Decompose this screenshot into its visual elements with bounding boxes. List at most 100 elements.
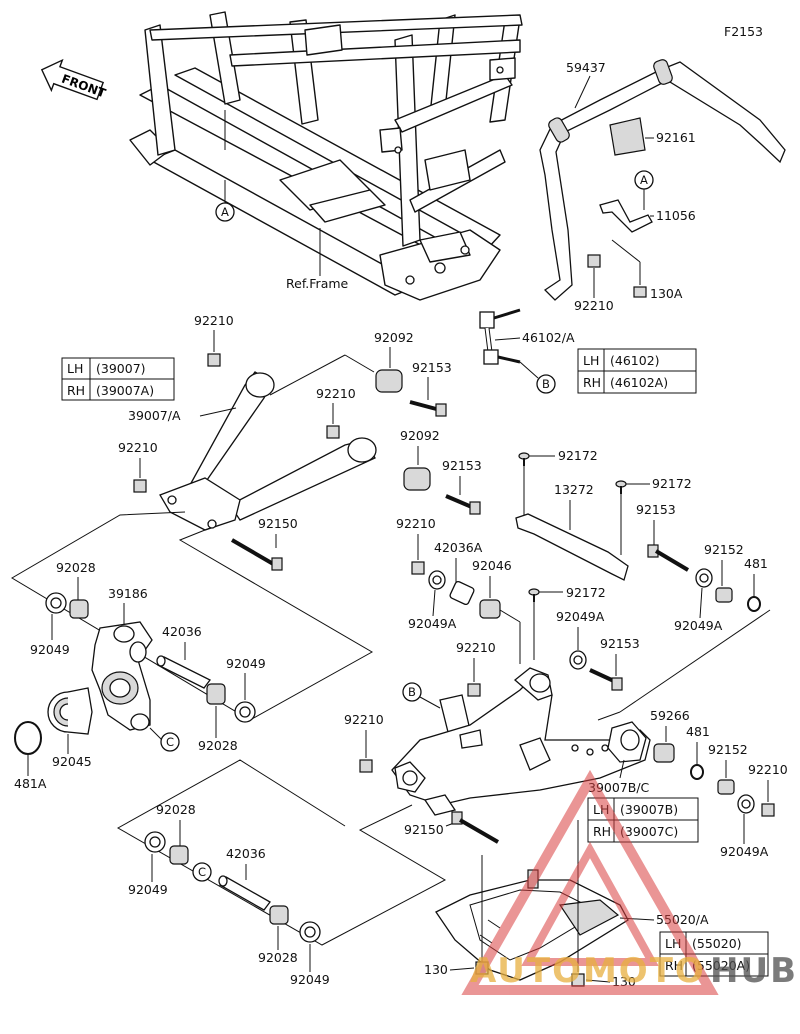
screw-92172-c	[528, 588, 540, 602]
part-92172-a: 92172	[558, 448, 598, 463]
bolt-92153-a	[409, 400, 447, 417]
svg-text:(46102A): (46102A)	[610, 375, 668, 390]
part-130a: 130A	[650, 286, 683, 301]
nut-92210-b	[326, 425, 340, 439]
part-92172-b: 92172	[652, 476, 692, 491]
bolt-92153-c	[647, 544, 690, 572]
part-92150-a: 92150	[258, 516, 298, 531]
part-481-a: 481	[744, 556, 768, 571]
bolt-130a	[633, 286, 647, 298]
stabilizer-link-46102	[479, 308, 521, 365]
svg-text:AUTOMOTO: AUTOMOTO	[470, 951, 706, 991]
svg-text:RH: RH	[593, 824, 611, 839]
part-92028-c: 92028	[156, 802, 196, 817]
table-39007b: LH (39007B) RH (39007C)	[587, 797, 699, 843]
bolt-92150-a	[230, 538, 283, 571]
svg-text:RH: RH	[583, 375, 601, 390]
part-59437: 59437	[566, 60, 606, 75]
collar-92152-a	[715, 587, 733, 603]
nut-92210-c	[133, 479, 147, 493]
part-92210-b: 92210	[316, 386, 356, 401]
part-13272: 13272	[554, 482, 594, 497]
part-42036-a: 42036	[162, 624, 202, 639]
bushing-92092-b	[403, 467, 431, 491]
knuckle-39186	[91, 621, 153, 731]
marker-c-knuckle: C	[160, 732, 180, 752]
bolt-92153-b	[445, 494, 481, 515]
svg-text:C: C	[198, 865, 206, 879]
nut-92210-f	[761, 803, 775, 817]
bushing-92161	[609, 117, 646, 156]
svg-text:(39007B): (39007B)	[620, 802, 678, 817]
part-92210-a: 92210	[194, 313, 234, 328]
part-92210-g: 92210	[344, 712, 384, 727]
part-39007a: 39007/A	[128, 408, 181, 423]
bushing-59266	[653, 743, 675, 763]
part-92153-b: 92153	[442, 458, 482, 473]
part-92049-d: 92049	[290, 972, 330, 987]
svg-text:(46102): (46102)	[610, 353, 660, 368]
marker-a-frame: A	[215, 202, 235, 222]
part-92045: 92045	[52, 754, 92, 769]
svg-text:(39007C): (39007C)	[620, 824, 678, 839]
part-92210-stab: 92210	[574, 298, 614, 313]
part-39007bc: 39007B/C	[588, 780, 650, 795]
svg-text:(55020): (55020)	[692, 936, 742, 951]
marker-b-arm: B	[402, 682, 422, 702]
svg-text:RH: RH	[67, 383, 85, 398]
screw-92172-b	[615, 480, 627, 494]
pin-42036a	[449, 580, 475, 606]
part-92049a-c: 92049A	[674, 618, 723, 633]
diagram-code: F2153	[724, 24, 763, 39]
front-arrow-icon: FRONT	[40, 58, 108, 101]
clamp-11056	[599, 199, 653, 233]
upper-a-arm	[159, 371, 377, 531]
marker-a-stabilizer: A	[634, 170, 654, 190]
part-130-a: 130	[424, 962, 448, 977]
svg-text:A: A	[221, 205, 229, 219]
svg-text:B: B	[408, 685, 416, 699]
part-59266: 59266	[650, 708, 690, 723]
collar-92152-b	[717, 779, 735, 795]
part-46102a: 46102/A	[522, 330, 575, 345]
table-39007: LH (39007) RH (39007A)	[61, 357, 175, 401]
svg-text:A: A	[640, 173, 648, 187]
watermark-logo-icon	[461, 769, 719, 995]
pin-42036-a	[156, 655, 211, 689]
svg-text:C: C	[166, 735, 174, 749]
part-42036-b: 42036	[226, 846, 266, 861]
ref-frame-label: Ref.Frame	[286, 276, 349, 291]
part-42036a: 42036A	[434, 540, 483, 555]
frame-illustration	[129, 11, 523, 301]
part-481a: 481A	[14, 776, 47, 791]
part-92210-d: 92210	[396, 516, 436, 531]
collar-92028-b	[206, 683, 226, 705]
svg-text:B: B	[542, 377, 550, 391]
nut-92210-d	[411, 561, 425, 575]
svg-text:(39007A): (39007A)	[96, 383, 154, 398]
marker-c-pin: C	[192, 862, 212, 882]
part-92210-f: 92210	[748, 762, 788, 777]
part-92046: 92046	[472, 558, 512, 573]
guard-13272	[515, 513, 629, 581]
part-92049a-d: 92049A	[720, 844, 769, 859]
part-92028-d: 92028	[258, 950, 298, 965]
part-92049-a: 92049	[30, 642, 70, 657]
lower-a-arm	[391, 667, 651, 816]
nut-92210-e	[467, 683, 481, 697]
circlip-481-b	[690, 764, 704, 780]
part-92172-c: 92172	[566, 585, 606, 600]
collar-92028-c	[169, 845, 189, 865]
part-92152-a: 92152	[704, 542, 744, 557]
part-92152-b: 92152	[708, 742, 748, 757]
part-39186: 39186	[108, 586, 148, 601]
screw-92172-a	[518, 452, 530, 466]
bolt-92150-b	[451, 811, 500, 844]
bolt-92153-d	[589, 668, 623, 691]
part-92049a-b: 92049A	[556, 609, 605, 624]
circlip-481a	[14, 721, 42, 755]
pin-42036-b	[218, 875, 271, 911]
svg-text:(55020A): (55020A)	[692, 958, 750, 973]
svg-text:HUB: HUB	[710, 951, 798, 991]
